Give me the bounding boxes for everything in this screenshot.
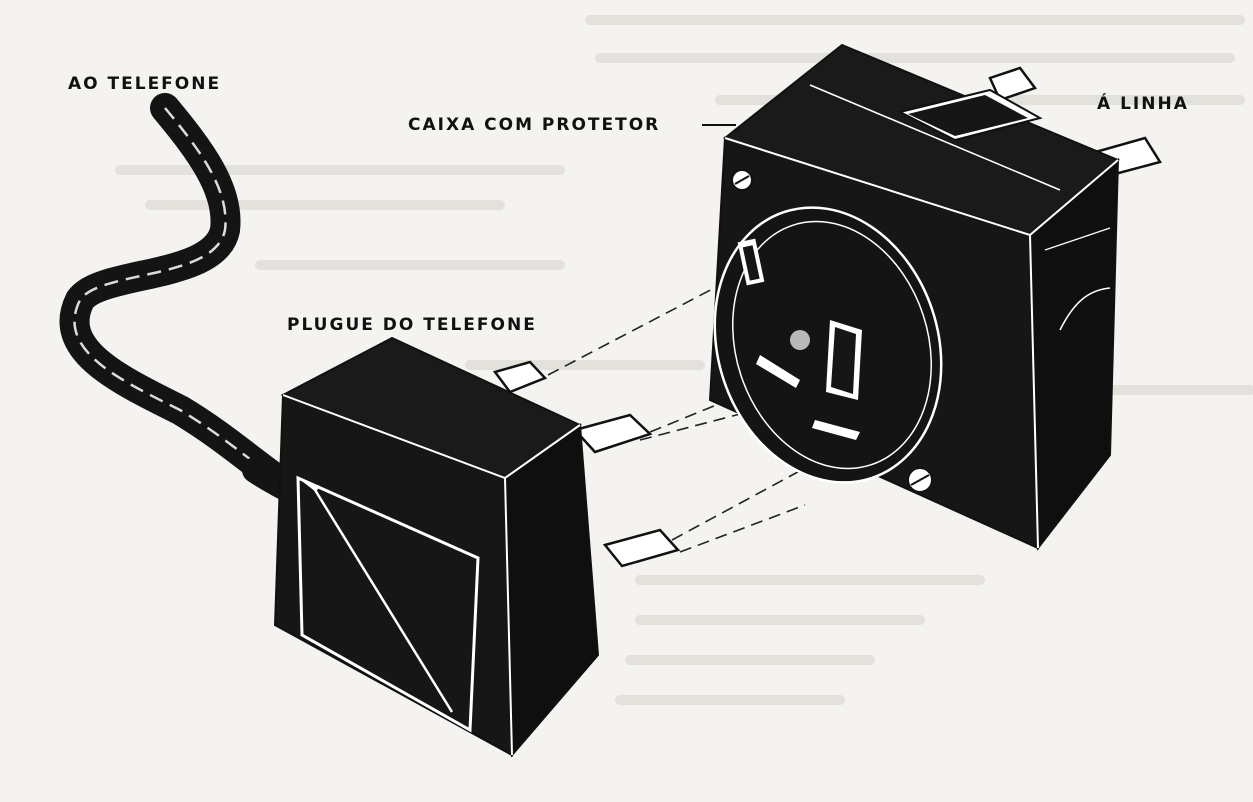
plug-front-panel (296, 475, 480, 733)
label-caixa-com-protetor: CAIXA COM PROTETOR (408, 115, 661, 135)
box-screws (731, 169, 933, 493)
protector-dial (713, 206, 943, 484)
telephone-plug (273, 336, 681, 758)
plug-right-face (503, 423, 600, 758)
label-ao-telefone: AO TELEFONE (68, 74, 222, 94)
protector-box (708, 43, 1162, 551)
label-plugue-do-telefone: PLUGUE DO TELEFONE (287, 315, 537, 335)
label-a-linha: Á LINHA (1097, 94, 1189, 114)
plug-prongs (492, 360, 681, 568)
